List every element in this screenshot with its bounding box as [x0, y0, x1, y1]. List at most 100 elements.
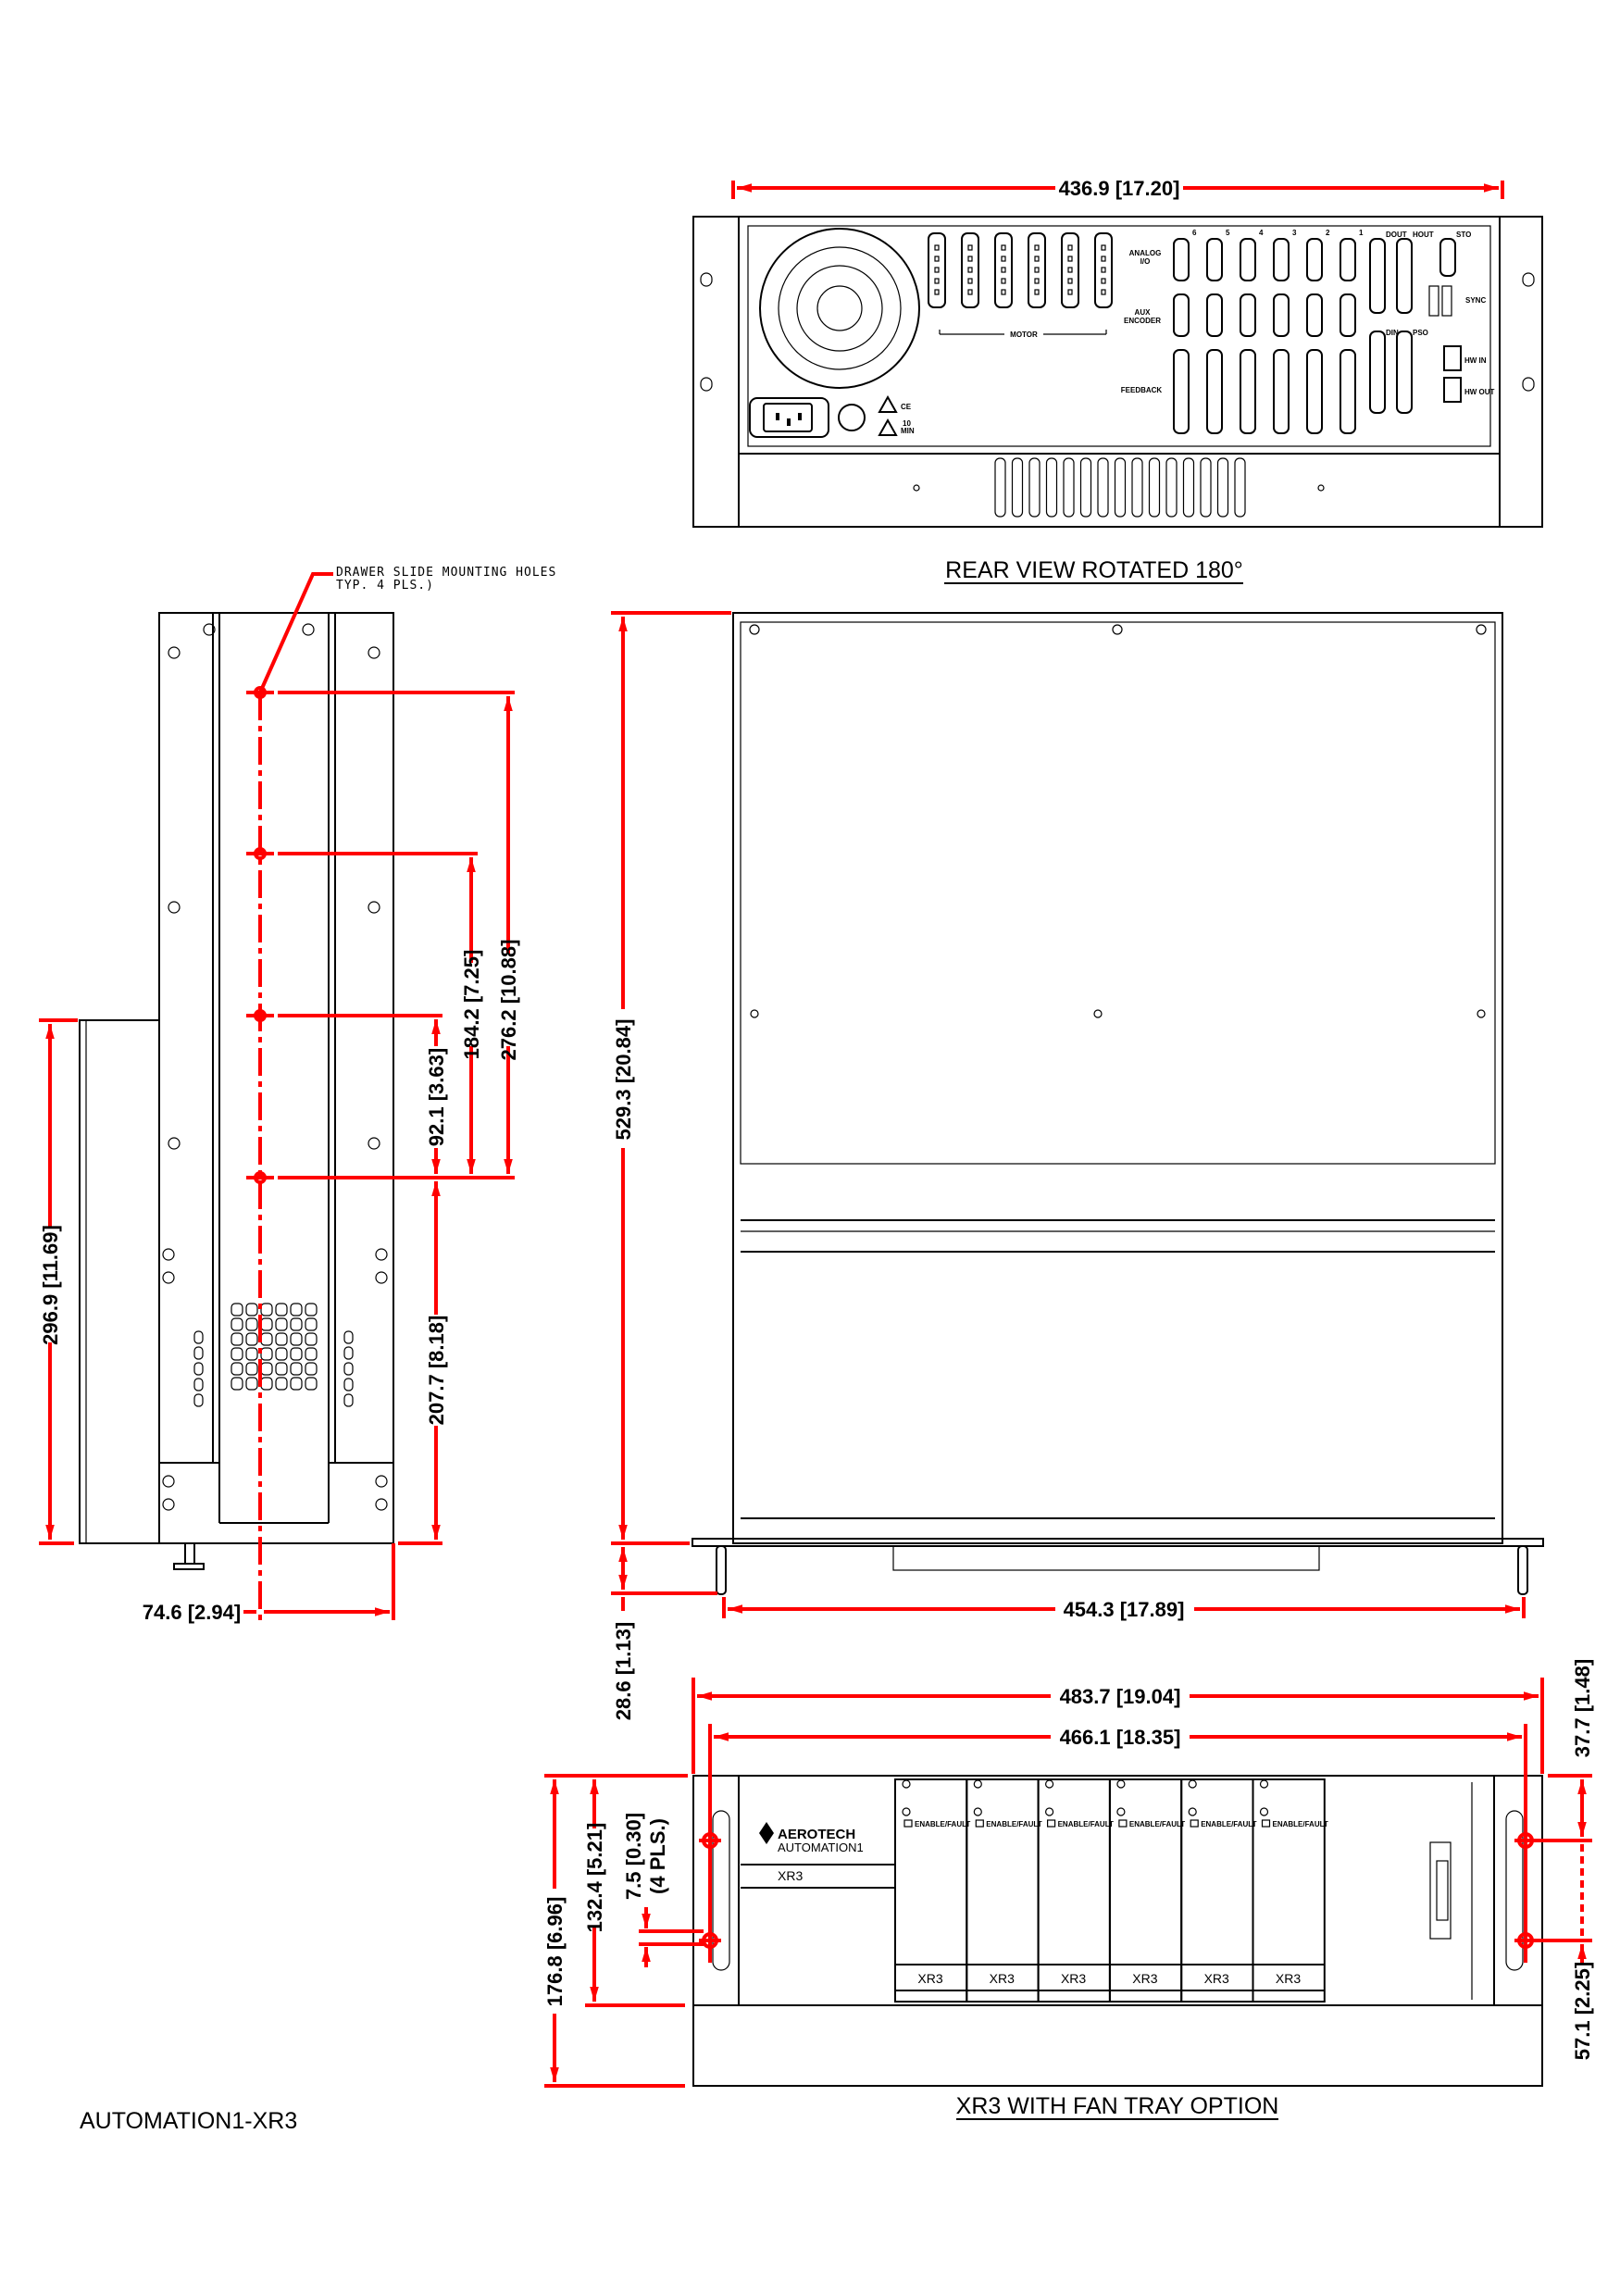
- rear-chassis: [738, 216, 1501, 528]
- status-checkbox: [1118, 1819, 1128, 1828]
- drive-module: [1252, 1778, 1326, 2003]
- aux-encoder-connector: [1306, 293, 1323, 337]
- vent-slot: [343, 1393, 354, 1407]
- vent-slot: [245, 1377, 258, 1391]
- hout-label: HOUT: [1413, 231, 1434, 239]
- module-label: XR3: [1276, 1971, 1301, 1986]
- module-status-label: ENABLE/FAULT: [1058, 1820, 1114, 1828]
- aerotech-logo-icon: [759, 1822, 774, 1844]
- vent-slot: [193, 1346, 204, 1360]
- vent-slot: [193, 1378, 204, 1391]
- screw-icon: [368, 901, 380, 914]
- analog-io-label-2: I/O: [1140, 257, 1151, 266]
- vent-slot: [245, 1332, 258, 1346]
- analog-io-connector: [1340, 238, 1356, 281]
- dim-rear-width: 436.9 [17.20]: [1059, 177, 1180, 200]
- vent-slot: [1165, 457, 1178, 518]
- vent-slot: [305, 1332, 318, 1346]
- screw-icon: [973, 1779, 982, 1789]
- dim-296: 296.9 [11.69]: [39, 1225, 62, 1345]
- dim-top-width: 454.3 [17.89]: [1064, 1598, 1185, 1621]
- model-label: XR3: [778, 1868, 803, 1883]
- dim-hole-top: 37.7 [1.48]: [1571, 1659, 1594, 1757]
- drive-module: [894, 1778, 968, 2003]
- vent-slot: [1079, 457, 1092, 518]
- vent-slot: [1148, 457, 1161, 518]
- vent-slot: [275, 1362, 288, 1376]
- vent-slot: [1045, 457, 1058, 518]
- product-name: AUTOMATION1: [778, 1841, 864, 1854]
- vent-slot: [305, 1303, 318, 1316]
- vent-slot: [290, 1362, 303, 1376]
- dim-hole-bottom: 57.1 [2.25]: [1571, 1962, 1594, 2060]
- dout-connector: [1369, 238, 1386, 314]
- front-view-title: XR3 WITH FAN TRAY OPTION: [956, 2093, 1279, 2119]
- aux-encoder-connector: [1240, 293, 1256, 337]
- top-chassis: [732, 612, 1503, 1544]
- din-label: DIN: [1386, 329, 1399, 337]
- vent-slot: [245, 1317, 258, 1331]
- drive-module: [1180, 1778, 1254, 2003]
- front-view: AEROTECH AUTOMATION1 XR3 ENABLE/FAULTXR3…: [543, 1659, 1594, 2120]
- motor-connector: [961, 232, 979, 308]
- led-icon: [1044, 1807, 1054, 1816]
- status-checkbox: [903, 1819, 913, 1828]
- vent-slot: [193, 1330, 204, 1344]
- feedback-connector: [1173, 349, 1190, 434]
- module-label: XR3: [1204, 1971, 1229, 1986]
- screw-icon: [1116, 1779, 1126, 1789]
- dim-92: 92.1 [3.63]: [425, 1048, 448, 1146]
- module-status-label: ENABLE/FAULT: [1201, 1820, 1256, 1828]
- din-connector: [1369, 331, 1386, 414]
- screw-icon: [162, 1248, 175, 1261]
- led-icon: [902, 1807, 911, 1816]
- led-icon: [1259, 1807, 1269, 1816]
- motor-connector: [1061, 232, 1079, 308]
- dim-hole-dia: 7.5 [0.30]: [622, 1813, 645, 1900]
- module-label: XR3: [990, 1971, 1015, 1986]
- dim-overall-width: 483.7 [19.04]: [1060, 1685, 1181, 1708]
- screw-icon: [168, 1137, 181, 1150]
- screw-icon: [1044, 1779, 1054, 1789]
- rear-panel: [747, 225, 1491, 447]
- drive-module: [966, 1778, 1040, 2003]
- motor-label: MOTOR: [1010, 331, 1038, 339]
- vent-slot: [305, 1362, 318, 1376]
- vent-slot: [260, 1303, 273, 1316]
- aux-encoder-label: AUX: [1135, 308, 1152, 317]
- power-inlet-icon: [749, 397, 829, 438]
- analog-io-label: ANALOG: [1129, 249, 1162, 257]
- dim-207: 207.7 [8.18]: [425, 1316, 448, 1426]
- module-label: XR3: [1061, 1971, 1086, 1986]
- vent-slot: [231, 1303, 243, 1316]
- axis-number: 1: [1359, 229, 1364, 237]
- axis-number: 5: [1226, 229, 1230, 237]
- vent-slot: [1200, 457, 1212, 518]
- analog-io-connector: [1306, 238, 1323, 281]
- screw-icon: [168, 646, 181, 659]
- handle-left: [712, 1810, 730, 1971]
- sync-label: SYNC: [1465, 296, 1486, 305]
- screw-icon: [368, 646, 380, 659]
- drive-modules: ENABLE/FAULTXR3ENABLE/FAULTXR3ENABLE/FAU…: [894, 1778, 1328, 2003]
- axis-number: 3: [1292, 229, 1297, 237]
- vent-slot: [1028, 457, 1041, 518]
- screw-icon: [375, 1475, 388, 1488]
- vent-slot: [275, 1332, 288, 1346]
- pso-connector: [1396, 331, 1413, 414]
- status-checkbox: [1046, 1819, 1056, 1828]
- module-label: XR3: [1132, 1971, 1157, 1986]
- dim-height-fan: 176.8 [6.96]: [543, 1897, 567, 2007]
- dim-depth: 529.3 [20.84]: [612, 1019, 635, 1141]
- screw-icon: [368, 1137, 380, 1150]
- front-outline: [692, 1775, 1543, 2087]
- axis-number: 2: [1326, 229, 1330, 237]
- front-panel: [738, 1775, 1495, 2006]
- dim-hole-spacing: 466.1 [18.35]: [1060, 1726, 1181, 1749]
- vent-slot: [275, 1347, 288, 1361]
- note-drawer-slide: DRAWER SLIDE MOUNTING HOLES: [336, 566, 556, 580]
- motor-connector: [1094, 232, 1113, 308]
- feedback-label: FEEDBACK: [1121, 386, 1163, 394]
- vent-slot: [231, 1362, 243, 1376]
